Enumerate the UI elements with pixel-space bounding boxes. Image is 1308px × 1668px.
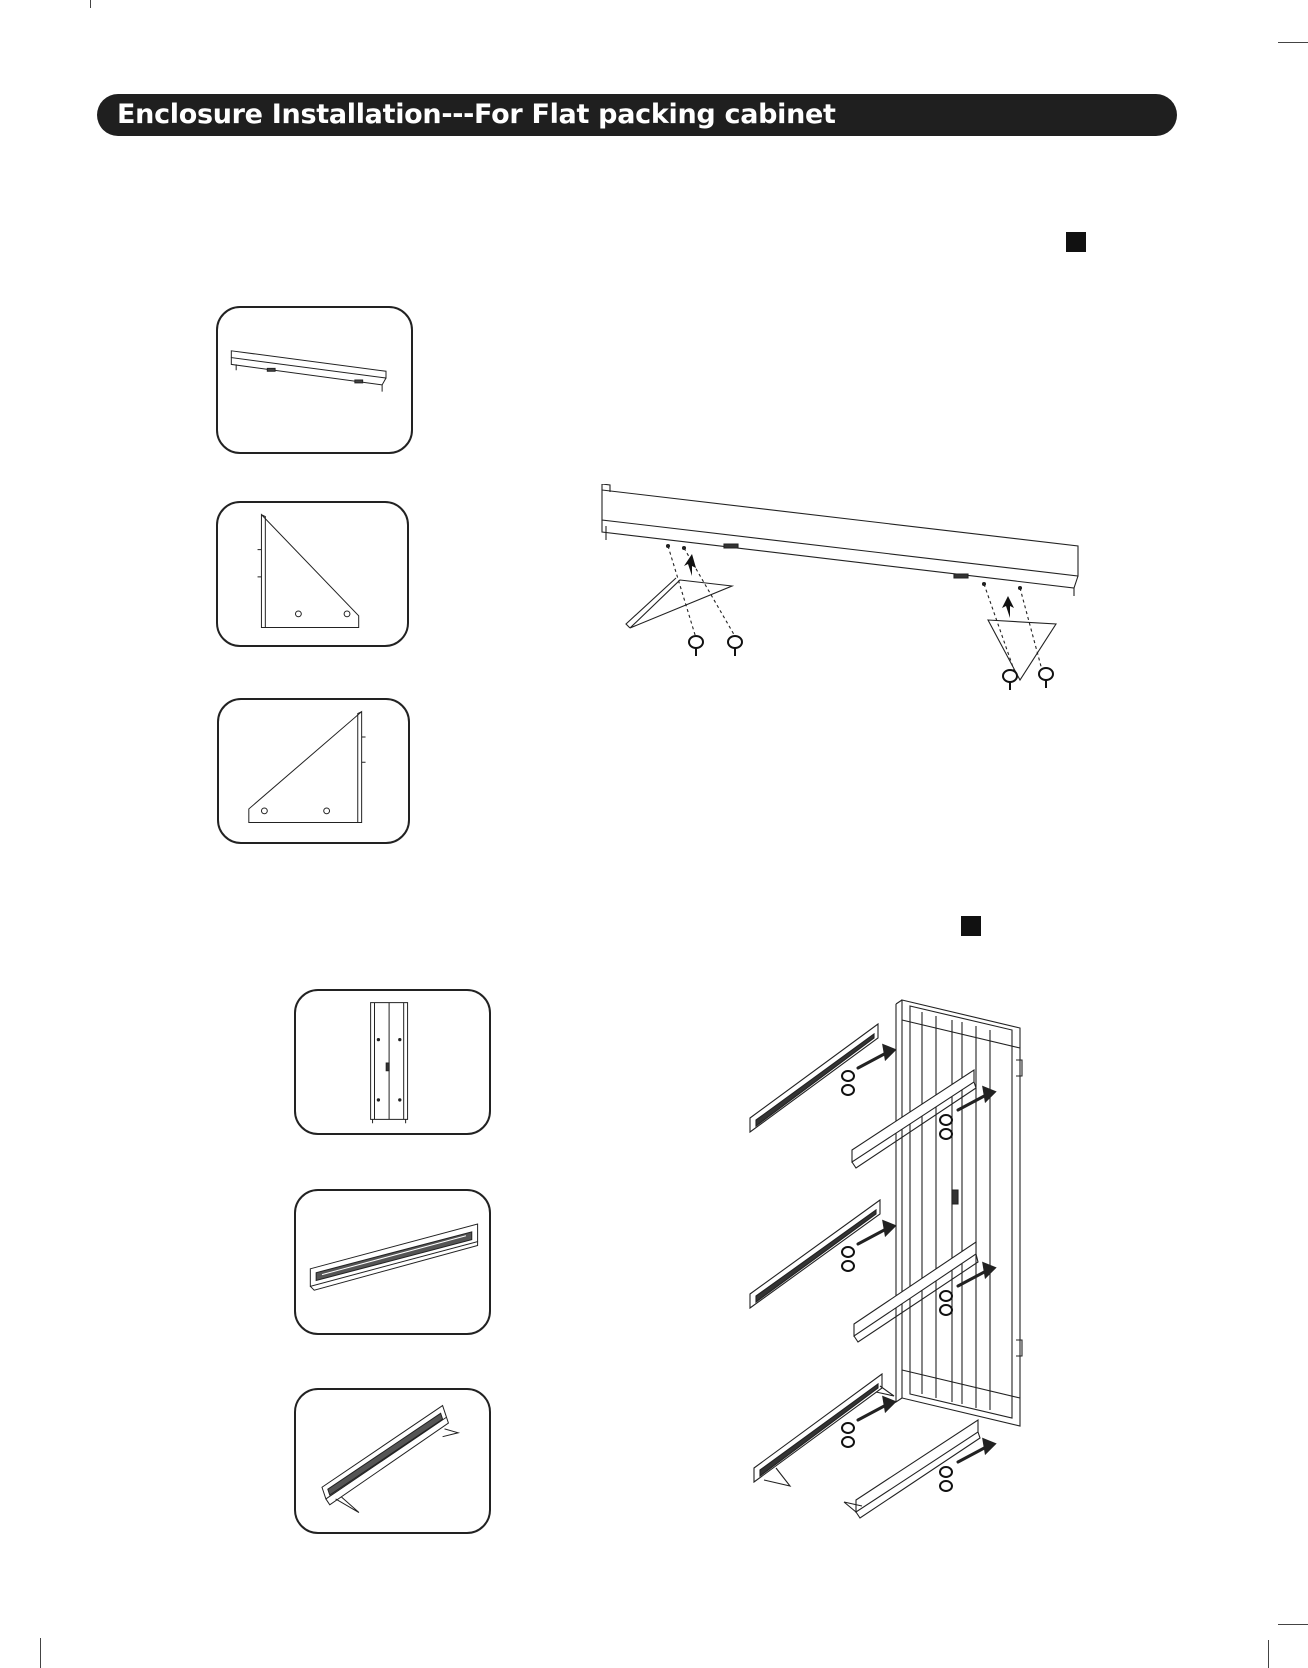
crop-mark-bottom-left	[40, 1638, 41, 1668]
page-title: Enclosure Installation---For Flat packin…	[117, 99, 836, 131]
step-2-marker	[961, 916, 981, 936]
step-1-marker	[1066, 232, 1086, 252]
rail-with-bracket-part	[294, 1388, 491, 1534]
side-rail-part	[294, 1189, 491, 1335]
crop-mark-top-left	[90, 0, 91, 8]
left-triangle-bracket-part	[217, 698, 410, 844]
cabinet-frame-assembly-diagram	[740, 990, 1030, 1536]
crop-mark-top-right	[1278, 42, 1308, 43]
rail-bracket-assembly-diagram	[596, 484, 1086, 694]
section-title-bar: Enclosure Installation---For Flat packin…	[97, 94, 1177, 136]
crop-mark-bottom-right-v	[1268, 1640, 1269, 1668]
right-triangle-bracket-part	[216, 501, 409, 647]
cabinet-part	[294, 989, 491, 1135]
crop-mark-bottom-right-h	[1278, 1624, 1308, 1625]
top-rail-part	[216, 306, 413, 454]
